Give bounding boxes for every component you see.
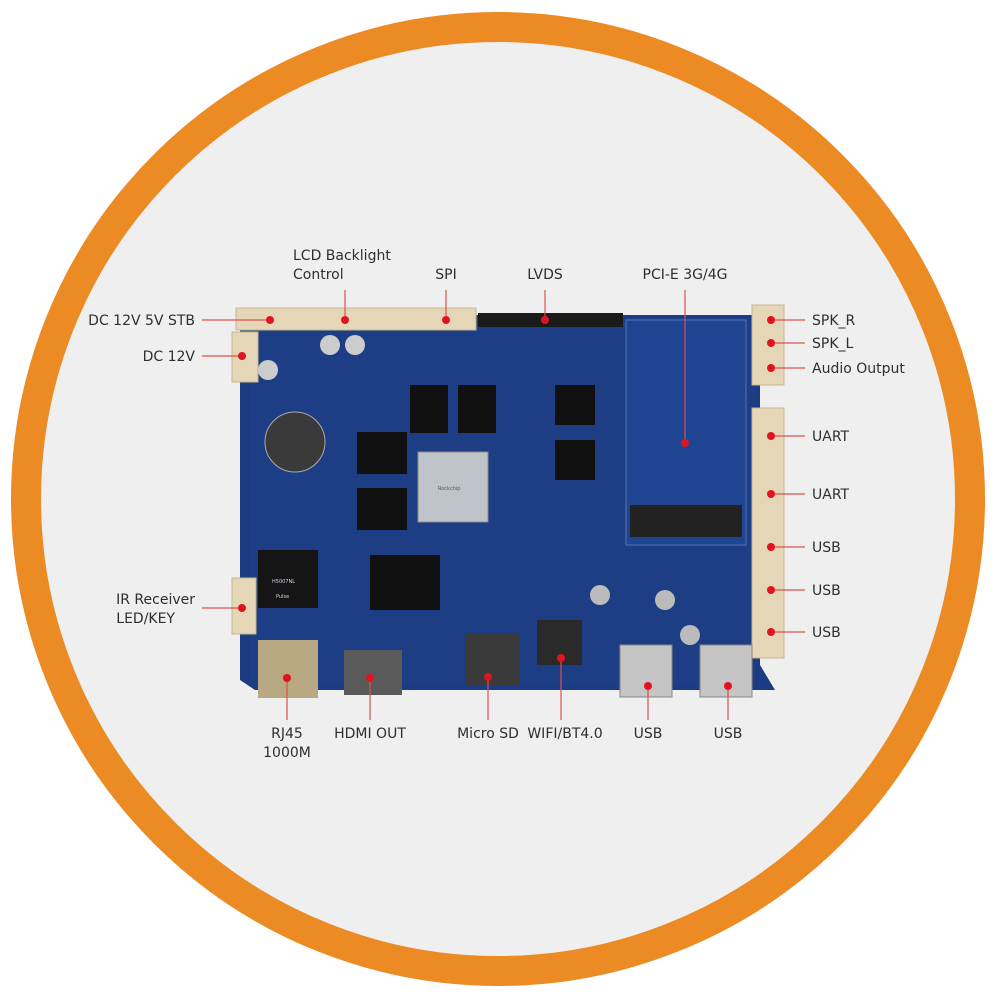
lvds-header bbox=[478, 313, 623, 327]
label-usb-bottom-1: USB bbox=[634, 726, 663, 742]
label-wifi-bt: WIFI/BT4.0 bbox=[527, 726, 602, 742]
microsd-slot bbox=[465, 633, 520, 685]
label-rj45: RJ45 bbox=[271, 726, 303, 742]
label-pcie: PCI-E 3G/4G bbox=[643, 267, 728, 283]
label-ir-receiver: IR Receiver bbox=[116, 592, 195, 608]
leader-lines bbox=[202, 290, 805, 720]
dc12v-connector bbox=[231, 331, 259, 383]
label-dc12v-5v-stb: DC 12V 5V STB bbox=[88, 313, 195, 329]
soc-brand: Rockchip bbox=[438, 486, 460, 492]
label-spk-r: SPK_R bbox=[812, 313, 856, 329]
magnetics-brand: Pulse bbox=[276, 594, 289, 600]
magnetics-chip bbox=[258, 550, 318, 608]
top-connectors bbox=[235, 307, 477, 331]
soc-chip bbox=[417, 451, 489, 523]
labels: LCD Backlight Control SPI LVDS PCI-E 3G/… bbox=[88, 248, 905, 761]
label-led-key: LED/KEY bbox=[116, 611, 175, 627]
label-usb-right-3: USB bbox=[812, 625, 841, 641]
label-spi: SPI bbox=[435, 267, 456, 283]
label-micro-sd: Micro SD bbox=[457, 726, 519, 742]
pcb-board: Rockchip H5007NL Pulse bbox=[231, 304, 785, 698]
label-dc12v: DC 12V bbox=[143, 349, 196, 365]
label-spk-l: SPK_L bbox=[812, 336, 854, 352]
coin-battery bbox=[264, 411, 326, 473]
label-usb-right-2: USB bbox=[812, 583, 841, 599]
label-lvds: LVDS bbox=[527, 267, 563, 283]
label-lcd-backlight: LCD Backlight bbox=[293, 248, 391, 264]
label-hdmi-out: HDMI OUT bbox=[334, 726, 406, 742]
label-1000m: 1000M bbox=[263, 745, 311, 761]
rj45-port bbox=[258, 640, 318, 698]
label-uart-1: UART bbox=[812, 429, 850, 445]
label-usb-bottom-2: USB bbox=[714, 726, 743, 742]
label-usb-right-1: USB bbox=[812, 540, 841, 556]
label-uart-2: UART bbox=[812, 487, 850, 503]
label-audio-output: Audio Output bbox=[812, 361, 905, 377]
usb-port-1 bbox=[619, 644, 673, 698]
label-lcd-backlight-control: Control bbox=[293, 267, 344, 283]
uart-usb-connectors bbox=[751, 407, 785, 659]
magnetics-part: H5007NL bbox=[272, 579, 295, 585]
hdmi-port bbox=[344, 650, 402, 695]
